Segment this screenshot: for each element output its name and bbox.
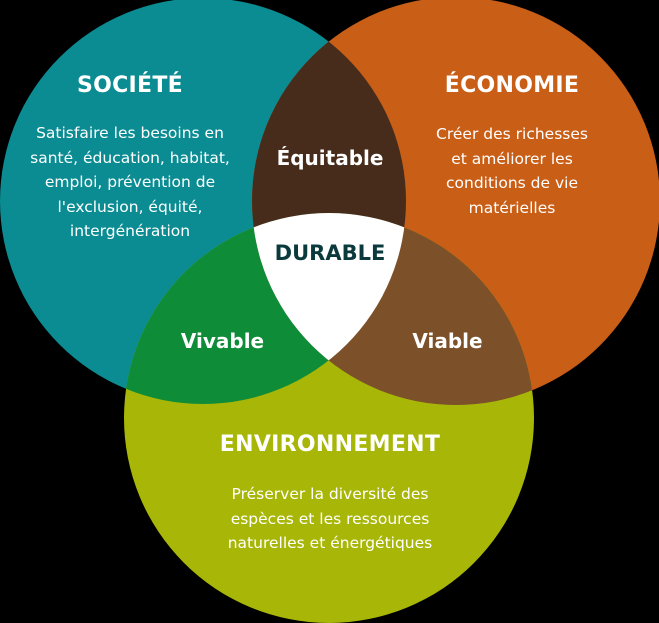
societe-description: Satisfaire les besoins en santé, éducati… [10,121,250,244]
desc-line: Satisfaire les besoins en [36,124,224,142]
desc-line: conditions de vie [446,174,578,192]
desc-line: santé, éducation, habitat, [30,148,230,167]
desc-line: emploi, prévention de [44,173,216,191]
desc-line: et améliorer les [451,149,573,168]
viable-label: Viable [412,329,483,353]
desc-line: l'exclusion, équité, [57,197,203,216]
environnement-title: ENVIRONNEMENT [219,432,441,457]
economie-description: Créer des richesses et améliorer les con… [412,122,612,220]
desc-line: naturelles et énergétiques [227,534,433,552]
durable-label: DURABLE [274,241,386,265]
desc-line: Préserver la diversité des [231,485,429,503]
desc-line: espèces et les ressources [230,509,430,528]
viable-region [252,213,534,405]
societe-title: SOCIÉTÉ [76,73,184,98]
desc-line: Créer des richesses [436,125,588,143]
equitable-label: Équitable [276,146,384,170]
economie-title: ÉCONOMIE [444,73,580,98]
environnement-description: Préserver la diversité des espèces et le… [190,482,470,556]
vivable-label: Vivable [180,329,265,353]
desc-line: intergénération [69,222,191,240]
desc-line: matérielles [468,198,556,217]
vivable-region [124,213,406,404]
